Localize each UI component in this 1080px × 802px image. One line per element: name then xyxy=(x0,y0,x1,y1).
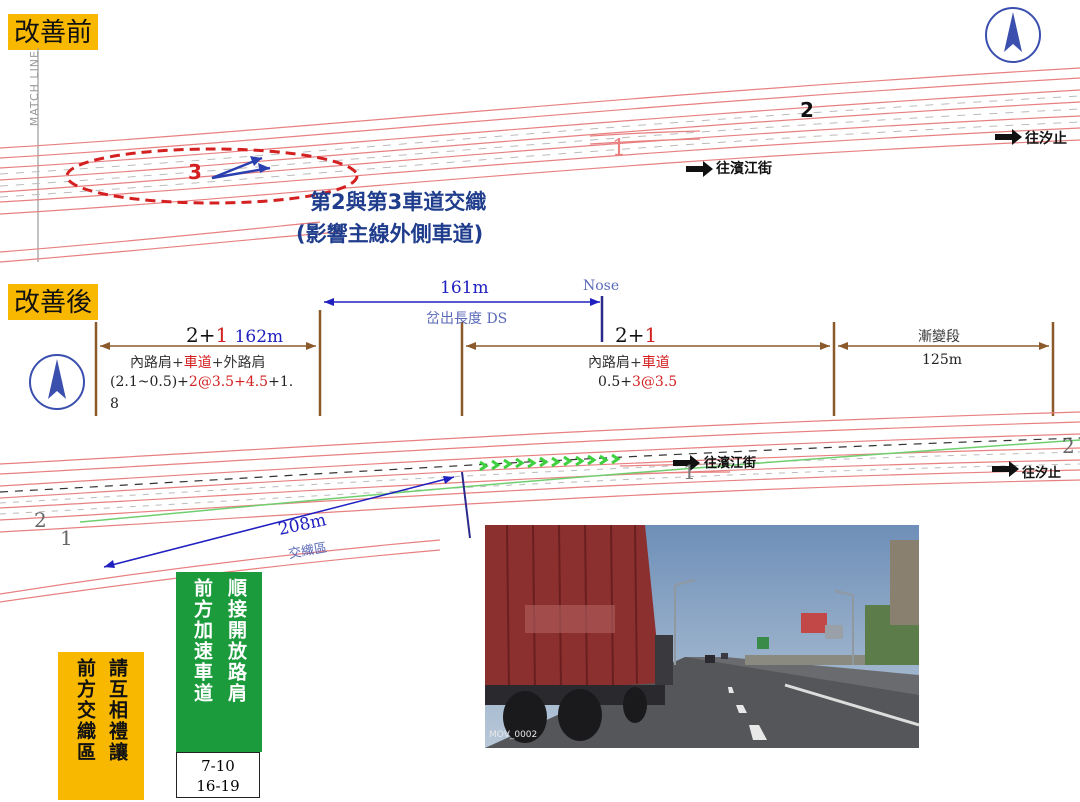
seg2-desc-a: 內路肩+ xyxy=(588,355,642,371)
before-road-drawing xyxy=(0,7,1080,263)
seg1-desc-b: 車道 xyxy=(183,355,212,371)
before-to-binjiang: 往濱江街 xyxy=(716,161,772,177)
yellow-sign: 前方交織區 請互相禮讓 xyxy=(58,652,144,800)
green-sign-col1: 前方加速車道 xyxy=(191,578,213,704)
green-sign-panel: 前方加速車道 順接開放路肩 xyxy=(176,572,262,752)
yellow-sign-col1: 前方交織區 xyxy=(74,658,96,763)
before-lane-3: 3 xyxy=(188,160,202,184)
after-lane-2-right: 2 xyxy=(1062,434,1075,458)
green-sign: 前方加速車道 順接開放路肩 7-10 16-19 xyxy=(176,572,262,800)
after-lane-1-left: 1 xyxy=(60,526,73,550)
seg2-lanes-added: 1 xyxy=(644,323,658,347)
seg2-val-a: 0.5+ xyxy=(598,374,632,390)
seg2-lanes-base: 2+ xyxy=(615,323,645,347)
after-tag: 改善後 xyxy=(8,284,99,320)
green-sign-times: 7-10 16-19 xyxy=(176,752,260,798)
dashcam-photo: MOV_0002 xyxy=(485,525,919,748)
seg1-values-wrap: 8 xyxy=(110,396,119,412)
before-caption-line2: (影響主線外側車道) xyxy=(296,222,484,246)
seg1-lanes-base: 2+ xyxy=(186,323,216,347)
seg2-val-b: 3@3.5 xyxy=(632,374,678,390)
seg2-values: 0.5+3@3.5 xyxy=(598,374,677,390)
after-lane-1-mid: 1 xyxy=(683,460,696,484)
before-tag: 改善前 xyxy=(8,14,99,50)
seg2-desc-b: 車道 xyxy=(641,355,670,371)
time-window-2: 16-19 xyxy=(196,777,240,795)
nose-label: Nose xyxy=(583,278,620,294)
seg2-desc: 內路肩+車道 xyxy=(588,352,670,372)
seg1-lanes-added: 1 xyxy=(215,323,229,347)
after-lane-2-left: 2 xyxy=(34,508,47,532)
before-lane-1: 1 xyxy=(612,136,626,161)
seg1-val-c: +1. xyxy=(268,374,294,390)
before-to-xizhi: 往汐止 xyxy=(1025,131,1067,147)
seg1-desc-a: 內路肩+ xyxy=(130,355,184,371)
seg1-values: (2.1~0.5)+2@3.5+4.5+1. xyxy=(110,374,293,390)
green-sign-col2: 順接開放路肩 xyxy=(225,578,247,704)
photo-label: MOV_0002 xyxy=(489,730,538,740)
seg1-desc-c: +外路肩 xyxy=(211,355,266,371)
yellow-sign-col2: 請互相禮讓 xyxy=(106,658,128,763)
after-to-xizhi: 往汐止 xyxy=(1022,466,1062,481)
after-to-binjiang: 往濱江街 xyxy=(704,456,757,471)
taper-length: 125m xyxy=(922,352,962,368)
dashcam-scene xyxy=(485,525,919,748)
taper-label: 漸變段 xyxy=(918,329,960,345)
divergence-label: 岔出長度 DS xyxy=(426,311,508,327)
seg2-lanes: 2+1 xyxy=(615,323,657,347)
seg1-lanes: 2+1 162m xyxy=(186,323,283,347)
seg1-length: 162m xyxy=(234,327,284,347)
match-line-label: MATCH LINE xyxy=(28,50,41,127)
time-window-1: 7-10 xyxy=(201,757,235,775)
seg1-desc: 內路肩+車道+外路肩 xyxy=(130,352,265,372)
after-road-drawing xyxy=(0,296,1080,603)
before-caption-line1: 第2與第3車道交織 xyxy=(310,190,487,214)
seg1-val-a: (2.1~0.5)+ xyxy=(110,374,189,390)
dim-161m: 161m xyxy=(440,278,489,298)
seg1-val-b: 2@3.5+4.5 xyxy=(188,374,269,390)
before-lane-2: 2 xyxy=(800,98,814,122)
